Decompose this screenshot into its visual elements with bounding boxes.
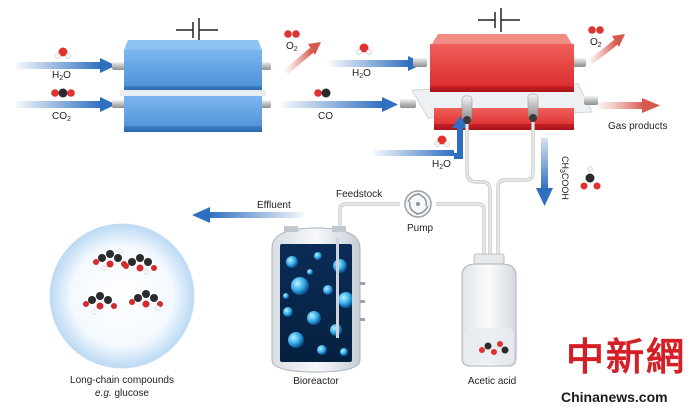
arrow-co-link xyxy=(282,97,398,112)
label-acetic-acid: Acetic acid xyxy=(467,376,517,387)
arrow-h2o-in-stage2 xyxy=(330,56,424,71)
label-h2o-stage2: H2O xyxy=(352,68,371,81)
arrow-h2o-in-stage2-lower xyxy=(374,116,468,159)
label-o2-stage1: O2 xyxy=(286,41,298,54)
acetic-acid-molecule-icon xyxy=(580,166,601,190)
power-symbol-stage1 xyxy=(176,18,218,42)
label-effluent: Effluent xyxy=(257,200,291,211)
co-molecule-icon xyxy=(314,88,331,98)
compounds-sphere xyxy=(49,223,195,369)
label-co-link: CO xyxy=(318,111,333,122)
oxygen-molecule-icon xyxy=(284,30,300,38)
water-molecule-icon xyxy=(356,43,372,55)
label-pump: Pump xyxy=(407,223,434,234)
arrow-o2-out-stage1 xyxy=(284,42,321,75)
label-gas-products: Gas products xyxy=(608,121,668,132)
label-bioreactor: Bioreactor xyxy=(293,376,339,387)
red-electrolyzer xyxy=(400,34,598,130)
arrow-gas-products-out xyxy=(598,98,660,113)
blue-electrolyzer xyxy=(112,40,271,132)
co2-molecule-icon xyxy=(51,88,75,98)
label-o2-stage2: O2 xyxy=(590,37,602,50)
label-h2o-stage2-lower: H2O xyxy=(432,159,451,172)
label-compounds-line2: e.g. glucose xyxy=(95,388,149,399)
pump-icon xyxy=(404,190,432,218)
arrow-o2-out-stage2 xyxy=(588,34,625,65)
tubing-highlight xyxy=(339,122,534,258)
label-acetate: CH3COOH xyxy=(558,156,570,200)
watermark-site-name: Chinanews.com xyxy=(561,389,668,405)
glucose-molecule-icon xyxy=(83,248,163,315)
label-co2-stage1: CO2 xyxy=(52,111,71,124)
label-h2o-stage1: H2O xyxy=(52,70,71,83)
bioreactor-tank xyxy=(271,226,365,373)
arrow-co2-in-stage1 xyxy=(16,97,116,112)
arrow-h2o-in-stage1 xyxy=(16,58,116,73)
arrow-effluent-out xyxy=(192,207,304,223)
water-molecule-icon xyxy=(434,135,450,147)
watermark-chinese-logo: 中新網 xyxy=(566,334,687,379)
water-molecule-icon xyxy=(55,47,71,59)
oxygen-molecule-icon xyxy=(588,26,604,34)
label-compounds-line1: Long-chain compounds xyxy=(70,375,174,386)
arrow-acetate-down xyxy=(536,138,553,206)
power-symbol-stage2 xyxy=(478,8,520,32)
label-feedstock: Feedstock xyxy=(336,189,383,200)
acetic-acid-bottle xyxy=(461,253,517,367)
